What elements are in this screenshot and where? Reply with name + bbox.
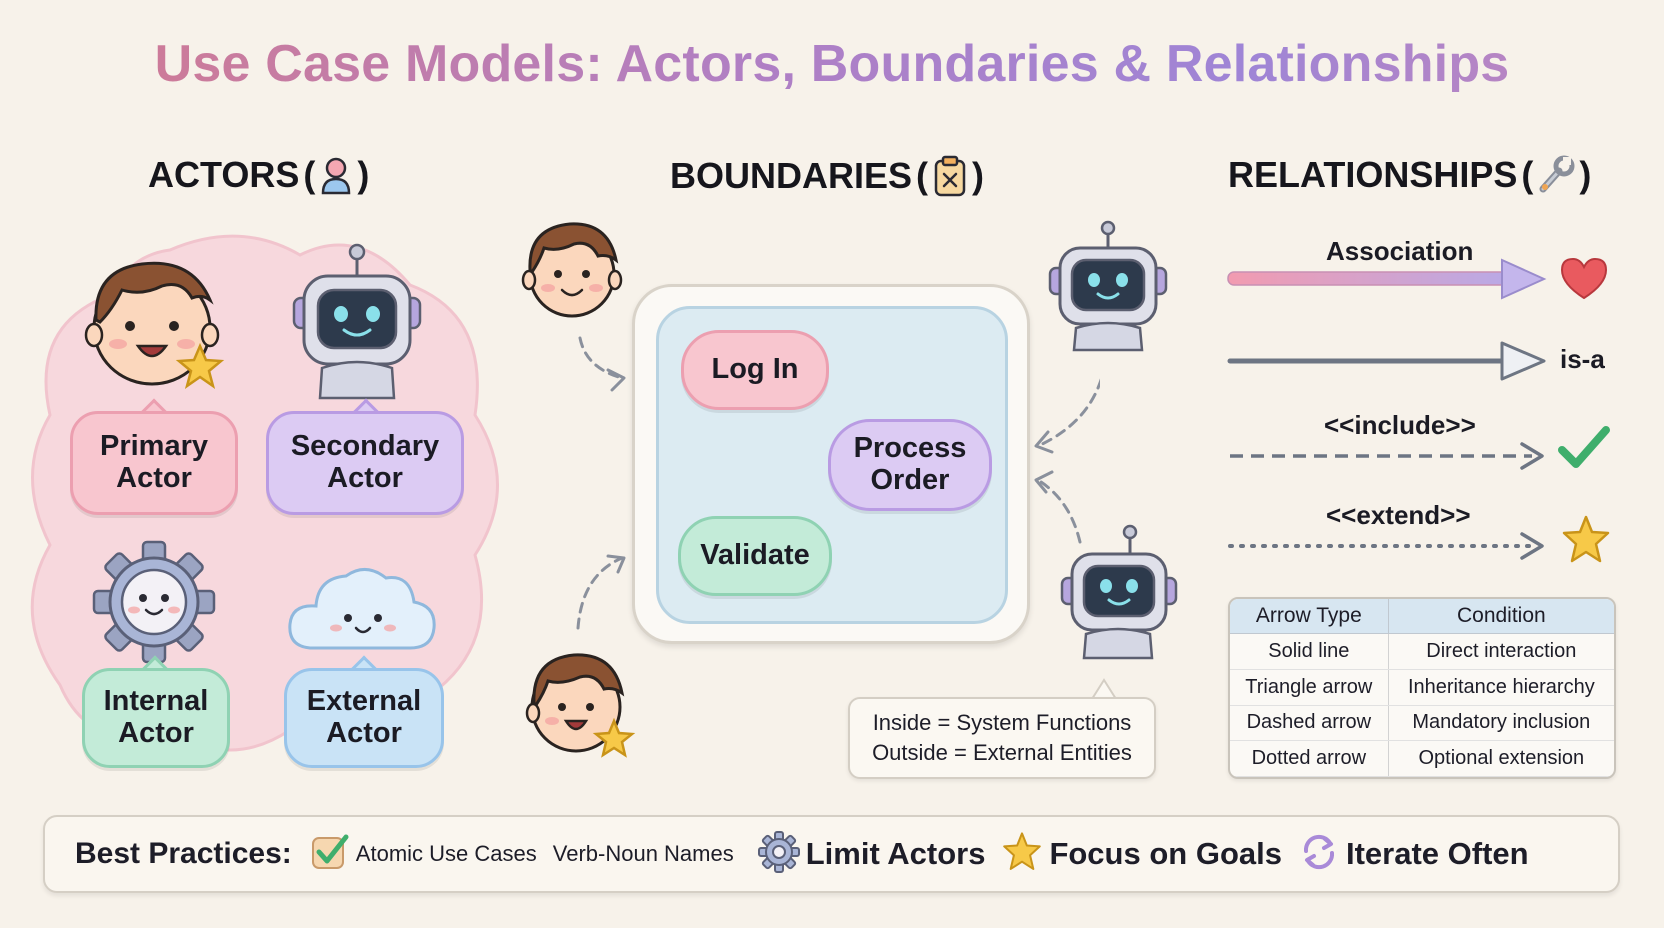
use-case-process-order: Process Order — [828, 419, 992, 511]
arrow-type-table: Arrow Type Condition Solid line Direct i… — [1228, 597, 1616, 779]
gear-icon — [92, 540, 216, 664]
actors-heading: ACTORS ( ) — [148, 154, 370, 195]
table-row: Dotted arrow Optional extension — [1230, 740, 1614, 777]
association-arrow — [1227, 258, 1547, 300]
primary-actor-label: Primary Actor — [70, 411, 238, 515]
use-case-validate: Validate — [678, 516, 832, 596]
table-row: Dashed arrow Mandatory inclusion — [1230, 705, 1614, 742]
secondary-actor-avatar — [292, 243, 422, 400]
extend-arrow — [1228, 532, 1544, 560]
practice-limit-actors: Limit Actors — [805, 836, 986, 871]
check-icon — [1558, 426, 1610, 468]
internal-actor-label: Internal Actor — [82, 668, 230, 768]
clipboard-icon — [932, 154, 968, 198]
check-box-icon — [310, 832, 350, 877]
table-row: Triangle arrow Inheritance hierarchy — [1230, 669, 1614, 706]
extend-label: <<extend>> — [1326, 500, 1471, 530]
include-label: <<include>> — [1324, 410, 1476, 440]
boundary-arrows — [576, 336, 1100, 630]
table-header: Condition — [1388, 599, 1614, 634]
relationships-heading-text: RELATIONSHIPS — [1228, 154, 1518, 195]
relationships-heading: RELATIONSHIPS ( ) — [1228, 154, 1592, 195]
refresh-icon — [1298, 831, 1340, 878]
generalization-arrow — [1227, 341, 1546, 381]
gear-icon — [757, 830, 800, 878]
person-icon — [319, 155, 353, 195]
include-arrow — [1230, 442, 1544, 470]
boundary-actor-robot-bottom — [1060, 524, 1178, 660]
star-icon — [1001, 831, 1043, 878]
practice-atomic-use-cases: Atomic Use Cases — [355, 841, 537, 866]
boundary-actor-robot-top — [1048, 220, 1168, 352]
best-practices-label: Best Practices: — [75, 837, 292, 870]
secondary-actor-label: Secondary Actor — [266, 411, 464, 515]
star-icon — [1562, 515, 1610, 563]
association-label: Association — [1326, 236, 1474, 266]
practice-verb-noun-names: Verb-Noun Names — [552, 841, 734, 866]
practice-focus-on-goals: Focus on Goals — [1049, 836, 1282, 871]
cloud-icon — [288, 568, 436, 650]
best-practices-bar: Best Practices: Atomic Use Cases Verb-No… — [43, 815, 1620, 893]
page-title: Use Case Models: Actors, Boundaries & Re… — [0, 34, 1664, 94]
wrench-icon — [1537, 155, 1575, 195]
external-actor-label: External Actor — [284, 668, 444, 768]
boundary-actor-boy-top — [521, 222, 623, 318]
use-case-log-in: Log In — [681, 330, 829, 410]
table-header: Arrow Type — [1230, 599, 1389, 634]
primary-actor-avatar — [84, 261, 225, 389]
actors-heading-text: ACTORS — [148, 154, 300, 195]
heart-icon — [1560, 257, 1608, 300]
practice-iterate-often: Iterate Often — [1345, 836, 1529, 871]
boundary-note: Inside = System Functions Outside = Exte… — [848, 697, 1156, 779]
boundaries-heading-text: BOUNDARIES — [670, 155, 913, 196]
boundary-actor-boy-bottom — [525, 653, 636, 758]
generalization-label: is-a — [1560, 344, 1605, 374]
boundaries-heading: BOUNDARIES ( ) — [670, 154, 985, 198]
table-row: Solid line Direct interaction — [1230, 633, 1614, 670]
